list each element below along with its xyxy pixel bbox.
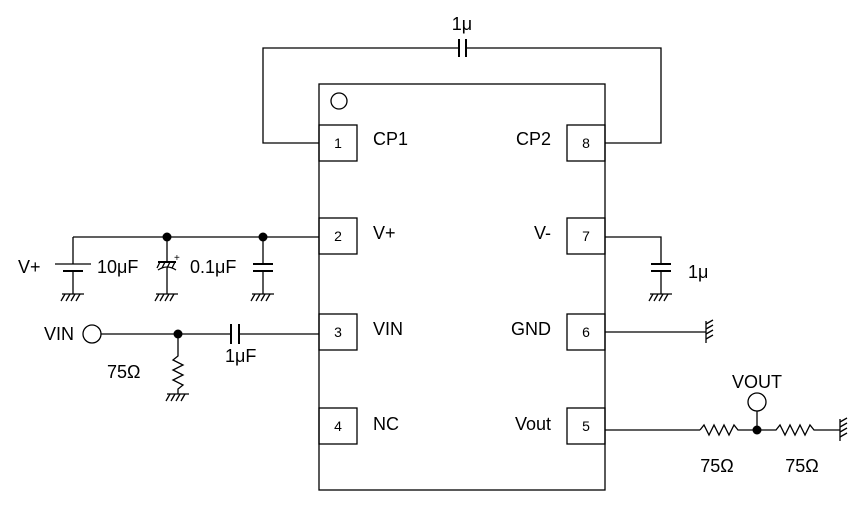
gnd-pin-ground bbox=[605, 319, 714, 343]
pin-name-vout: Vout bbox=[515, 414, 551, 434]
pin-5-number: 5 bbox=[582, 418, 590, 434]
pin-6: 6 bbox=[566, 313, 606, 351]
polarity-mark: + bbox=[174, 253, 180, 264]
coupling-capacitor bbox=[230, 324, 319, 344]
bulk-cap-label: 10μF bbox=[97, 257, 138, 277]
series-res-label: 75Ω bbox=[700, 456, 733, 476]
ground-symbol bbox=[648, 293, 672, 302]
pin-name-gnd: GND bbox=[511, 319, 551, 339]
supply-battery bbox=[55, 237, 91, 294]
pin-2: 2 bbox=[318, 217, 358, 255]
pin-3-number: 3 bbox=[334, 324, 342, 340]
pin-5: 5 bbox=[566, 407, 606, 445]
pin-1: 1 bbox=[318, 124, 358, 162]
input-port-circle bbox=[82, 324, 102, 344]
flying-cap-label: 1μ bbox=[452, 14, 472, 34]
ic-body bbox=[318, 83, 606, 491]
input-term-label: 75Ω bbox=[107, 362, 140, 382]
flying-capacitor bbox=[262, 39, 662, 144]
ground-symbol bbox=[165, 393, 189, 402]
bypass-cap-label: 0.1μF bbox=[190, 257, 236, 277]
pin-8: 8 bbox=[566, 124, 606, 162]
output-port-label: VOUT bbox=[732, 372, 782, 392]
series-resistor bbox=[699, 423, 757, 437]
pin-name-vplus: V+ bbox=[373, 223, 396, 243]
input-termination-resistor bbox=[171, 334, 185, 394]
ground-symbol bbox=[60, 293, 84, 302]
pin-name-vminus: V- bbox=[534, 223, 551, 243]
coupling-cap-label: 1μF bbox=[225, 346, 256, 366]
ground-symbol bbox=[250, 293, 274, 302]
load-resistor bbox=[757, 423, 840, 437]
bypass-capacitor bbox=[253, 237, 273, 294]
pin-7: 7 bbox=[566, 217, 606, 255]
pin-name-nc: NC bbox=[373, 414, 399, 434]
input-port-label: VIN bbox=[44, 324, 74, 344]
pin-name-vin: VIN bbox=[373, 319, 403, 339]
negative-rail-capacitor bbox=[605, 236, 671, 294]
ground-symbol bbox=[154, 293, 178, 302]
bulk-capacitor bbox=[156, 237, 177, 294]
pin-7-number: 7 bbox=[582, 228, 590, 244]
pin-6-number: 6 bbox=[582, 324, 590, 340]
load-res-label: 75Ω bbox=[785, 456, 818, 476]
pin-8-number: 8 bbox=[582, 135, 590, 151]
pin-4-number: 4 bbox=[334, 418, 342, 434]
pin-3: 3 bbox=[318, 313, 358, 351]
pin-name-cp1: CP1 bbox=[373, 129, 408, 149]
supply-label: V+ bbox=[18, 257, 41, 277]
neg-cap-label: 1μ bbox=[688, 262, 708, 282]
output-port-circle bbox=[747, 392, 767, 412]
pin-2-number: 2 bbox=[334, 228, 342, 244]
pin-4: 4 bbox=[318, 407, 358, 445]
pin-1-number: 1 bbox=[334, 135, 342, 151]
pin1-marker bbox=[330, 92, 348, 110]
pin-name-cp2: CP2 bbox=[516, 129, 551, 149]
load-ground bbox=[839, 417, 848, 441]
